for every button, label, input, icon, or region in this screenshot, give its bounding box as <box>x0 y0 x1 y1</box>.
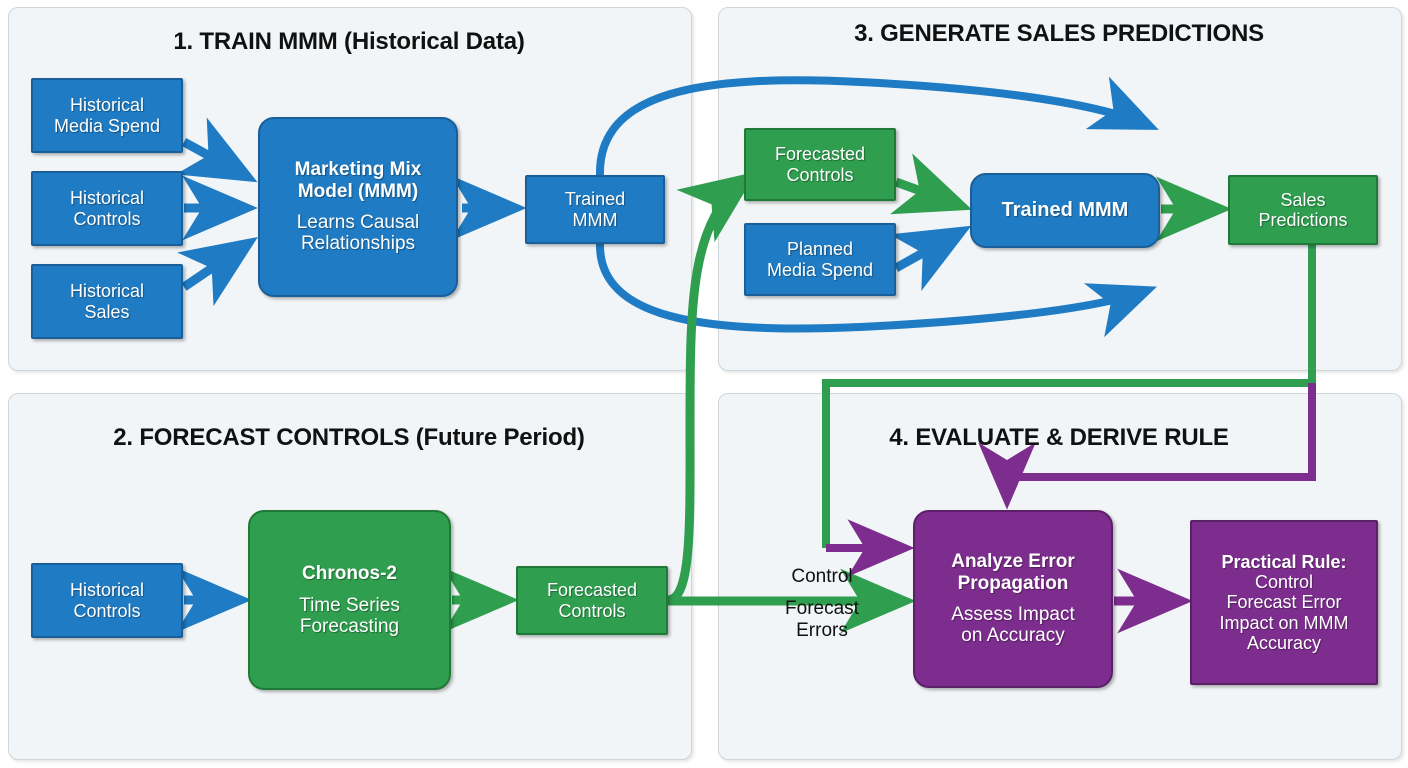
node-chronos-2[interactable]: Chronos-2 Time Series Forecasting <box>248 510 451 690</box>
node-line-1: Trained <box>564 189 626 210</box>
node-forecasted-controls-p3[interactable]: Forecasted Controls <box>744 128 896 201</box>
node-historical-media-spend[interactable]: Historical Media Spend <box>31 78 183 153</box>
node-sub-line-1: Time Series <box>299 594 400 616</box>
node-line-2: Media Spend <box>53 115 161 136</box>
node-sub-line-1: Assess Impact <box>951 604 1075 626</box>
node-sub-line-3: Impact on MMM <box>1219 612 1349 633</box>
panel-2-title: 2. FORECAST CONTROLS (Future Period) <box>113 424 585 451</box>
node-historical-sales[interactable]: Historical Sales <box>31 264 183 339</box>
arrow-hist-sales-to-mmm <box>177 236 258 307</box>
link-forecasted-controls-to-panel3 <box>666 171 757 605</box>
arrow-planned-media-to-trained-mmm <box>889 225 972 291</box>
node-line-1: Historical <box>69 188 144 209</box>
node-line-1: Sales <box>1280 189 1326 210</box>
node-practical-rule[interactable]: Practical Rule: Control Forecast Error I… <box>1190 520 1378 685</box>
node-marketing-mix-model[interactable]: Marketing Mix Model (MMM) Learns Causal … <box>258 117 458 297</box>
node-title-line-1: Practical Rule: <box>1221 552 1347 573</box>
edge-label-control-forecast-errors: Control Forecast Errors <box>742 566 902 642</box>
panel-4-title: 4. EVALUATE & DERIVE RULE <box>889 424 1229 451</box>
node-forecasted-controls-p2[interactable]: Forecasted Controls <box>516 566 668 635</box>
node-line-2: Predictions <box>1258 210 1348 230</box>
node-line-1: Forecasted <box>774 144 866 165</box>
node-line-1: Trained MMM <box>1001 199 1129 222</box>
node-historical-controls-p2[interactable]: Historical Controls <box>31 563 183 638</box>
node-line-1: Historical <box>69 580 144 601</box>
node-line-2: Media Spend <box>766 259 874 280</box>
node-trained-mmm-p3[interactable]: Trained MMM <box>970 173 1160 248</box>
node-sub-line-1: Control <box>1254 572 1314 593</box>
node-sub-line-1: Learns Causal <box>296 212 420 234</box>
node-line-1: Forecasted <box>546 580 638 601</box>
node-sub-line-4: Accuracy <box>1246 632 1322 653</box>
node-line-1: Historical <box>69 281 144 302</box>
link-sales-predictions-to-analyze-error-top <box>978 383 1316 510</box>
arc-trained-mmm-bottom <box>595 242 1157 338</box>
arc-trained-mmm-top <box>595 76 1159 176</box>
node-planned-media-spend[interactable]: Planned Media Spend <box>744 223 896 296</box>
node-line-1: Historical <box>69 95 144 116</box>
node-analyze-error-propagation[interactable]: Analyze Error Propagation Assess Impact … <box>913 510 1113 688</box>
panel-3-title: 3. GENERATE SALES PREDICTIONS <box>854 20 1264 47</box>
node-historical-controls-p1[interactable]: Historical Controls <box>31 171 183 246</box>
node-title-line-1: Chronos-2 <box>302 562 397 584</box>
node-title-line-2: Model (MMM) <box>297 180 419 202</box>
node-line-2: Controls <box>73 208 141 229</box>
edge-label-line-1: Control <box>791 566 853 587</box>
node-sub-line-2: Forecast Error <box>1226 592 1342 613</box>
node-line-2: Controls <box>786 164 854 185</box>
node-line-2: Sales <box>84 301 130 322</box>
node-line-2: Controls <box>558 600 626 621</box>
node-sub-line-2: Relationships <box>300 233 416 255</box>
node-line-1: Planned <box>786 239 854 260</box>
node-sub-line-2: on Accuracy <box>961 625 1065 647</box>
edge-label-line-2: Forecast <box>785 597 859 619</box>
node-sales-predictions[interactable]: Sales Predictions <box>1228 175 1378 245</box>
node-title-line-2: Propagation <box>957 572 1069 594</box>
node-line-2: MMM <box>572 209 618 230</box>
node-trained-mmm-p1[interactable]: Trained MMM <box>525 175 665 244</box>
node-line-2: Controls <box>73 600 141 621</box>
arrow-forecasted-controls-to-trained-mmm <box>890 153 973 215</box>
panel-1-title: 1. TRAIN MMM (Historical Data) <box>173 28 525 55</box>
node-title-line-1: Marketing Mix <box>294 159 422 181</box>
edge-label-line-3: Errors <box>796 619 848 641</box>
node-title-line-1: Analyze Error <box>951 551 1075 573</box>
link-sales-predictions-to-panel4 <box>822 245 1316 548</box>
node-sub-line-2: Forecasting <box>299 615 400 637</box>
arrow-media-spend-to-mmm <box>175 117 258 183</box>
